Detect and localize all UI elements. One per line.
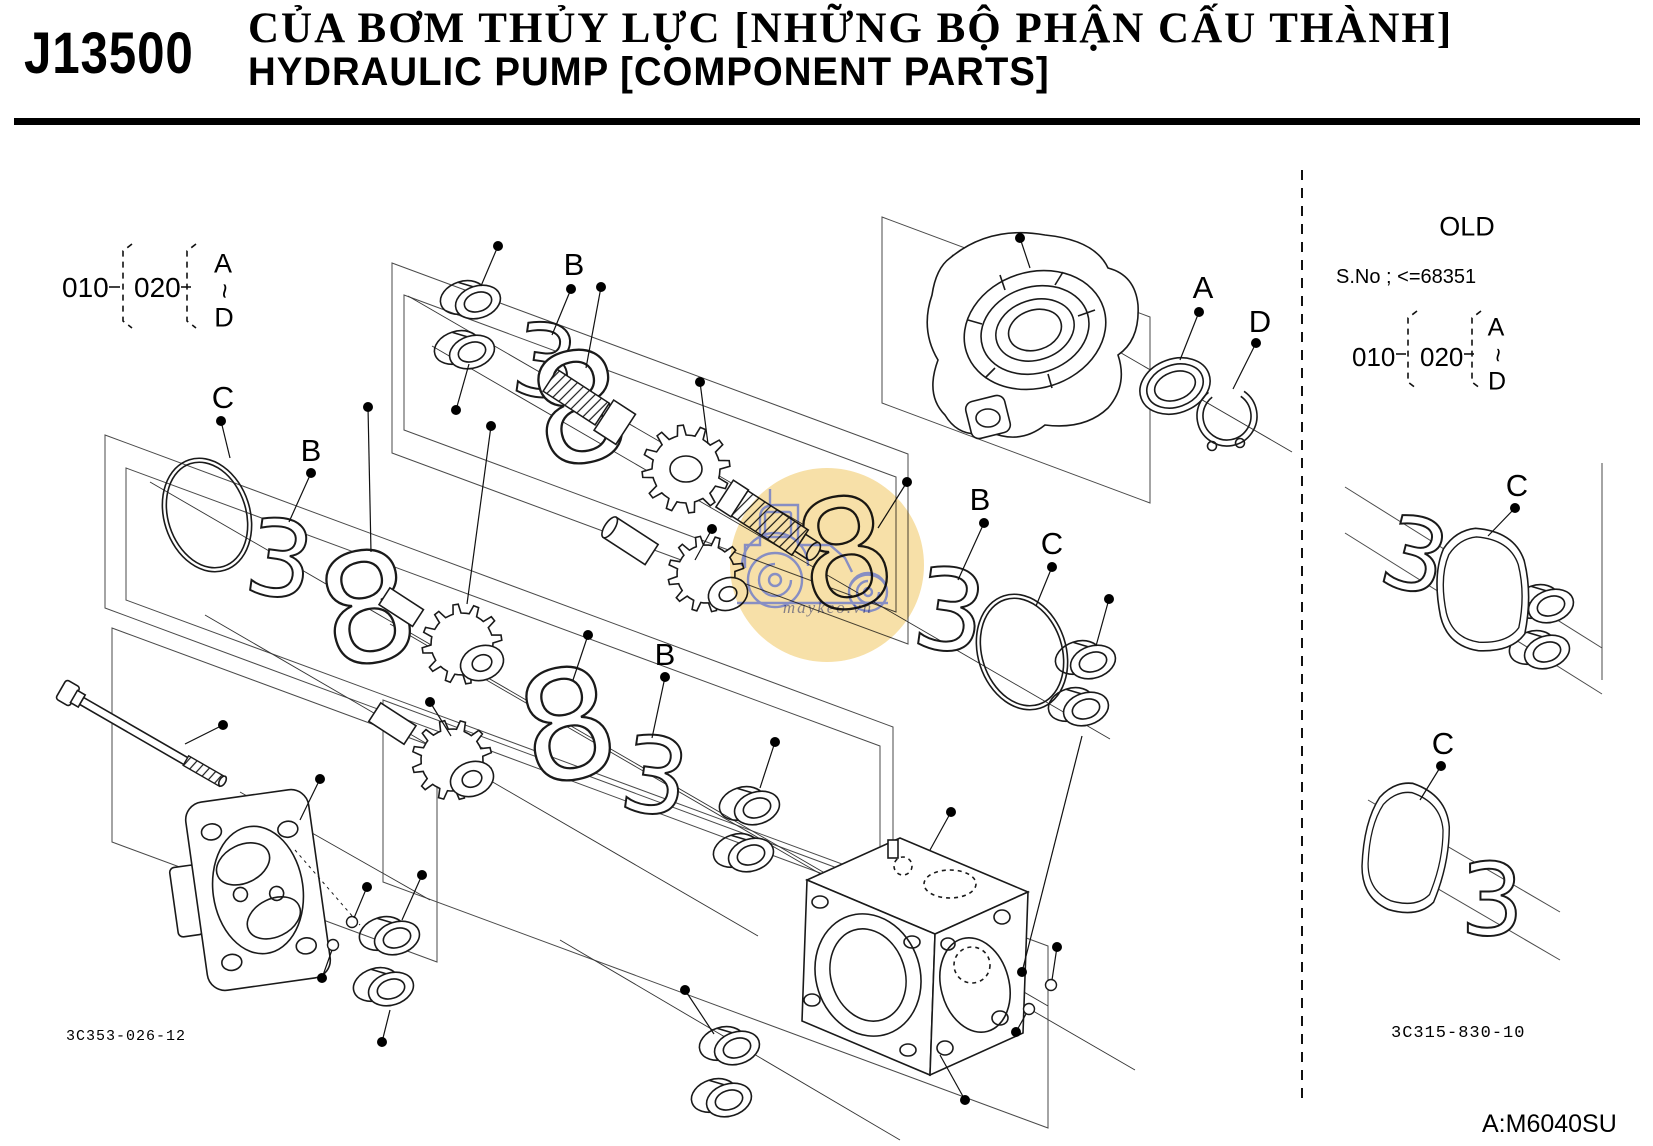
- page-title-vietnamese: CỦA BƠM THỦY LỰC [NHỮNG BỘ PHẬN CẤU THÀN…: [248, 5, 1454, 52]
- old-section-title: OLD: [1439, 211, 1495, 242]
- pump-cover-drawing: [926, 231, 1139, 440]
- ref-item-010: 010: [62, 272, 109, 303]
- callout-c: C: [1040, 526, 1064, 561]
- snap-ring-eyelet: [1234, 437, 1246, 449]
- old-ref-item-020: 020: [1420, 342, 1464, 372]
- driven-gear-drawing: [601, 516, 749, 613]
- assembly-panels: [104, 216, 1603, 1129]
- svg-text:3: 3: [1460, 842, 1524, 959]
- ref-range-end: D: [214, 302, 234, 333]
- old-ref-range-end: D: [1487, 367, 1507, 396]
- snap-ring-eyelet: [1206, 440, 1218, 452]
- leader-callout-dots: [184, 233, 1520, 1105]
- through-bolt-drawing: [55, 679, 228, 788]
- drawing-number-main: 3C353-026-12: [66, 1028, 187, 1045]
- watermark-text: maykeo.vn: [782, 598, 874, 617]
- oil-seal-drawing: [1139, 356, 1211, 416]
- old-callout-c: C: [1431, 726, 1455, 761]
- page-title-english: HYDRAULIC PUMP [COMPONENT PARTS]: [248, 50, 1050, 94]
- tractor-icon: [737, 489, 889, 613]
- o-ring-drawing: [161, 457, 1069, 711]
- ref-range-tilde: ~: [209, 283, 240, 299]
- callout-c: C: [211, 380, 235, 415]
- old-ref-item-010: 010: [1352, 342, 1396, 372]
- watermark-badge: [730, 468, 924, 662]
- snap-ring-d-drawing: [1196, 385, 1258, 447]
- flange-detail-line: [294, 849, 361, 926]
- callout-b: B: [969, 482, 991, 517]
- drawing-number-old: 3C315-830-10: [1391, 1024, 1526, 1043]
- ref-range-start: A: [213, 248, 233, 279]
- variant-code: A:M6040SU: [1482, 1110, 1617, 1138]
- pump-body-drawing: [801, 837, 1030, 1077]
- old-ref-range-tilde: ~: [1483, 347, 1512, 363]
- svg-text:3: 3: [505, 300, 584, 425]
- front-cover-drawing: [168, 788, 332, 992]
- ref-bracket-glyphs: [109, 243, 1482, 390]
- steel-balls: [326, 915, 1058, 1016]
- callout-b: B: [654, 637, 676, 672]
- old-callout-c: C: [1505, 468, 1529, 503]
- header-rule: [14, 118, 1640, 125]
- idler-gear-drawing: [367, 586, 505, 801]
- callout-b: B: [300, 433, 322, 468]
- svg-text:8: 8: [503, 632, 633, 822]
- callout-d: D: [1248, 304, 1272, 339]
- old-serial-note: S.No ; <=68351: [1336, 266, 1477, 288]
- page-code: J13500: [24, 21, 194, 86]
- ref-item-020: 020: [134, 272, 181, 303]
- old-ref-range-start: A: [1487, 313, 1505, 342]
- callout-a: A: [1192, 270, 1214, 305]
- callout-b: B: [563, 247, 585, 282]
